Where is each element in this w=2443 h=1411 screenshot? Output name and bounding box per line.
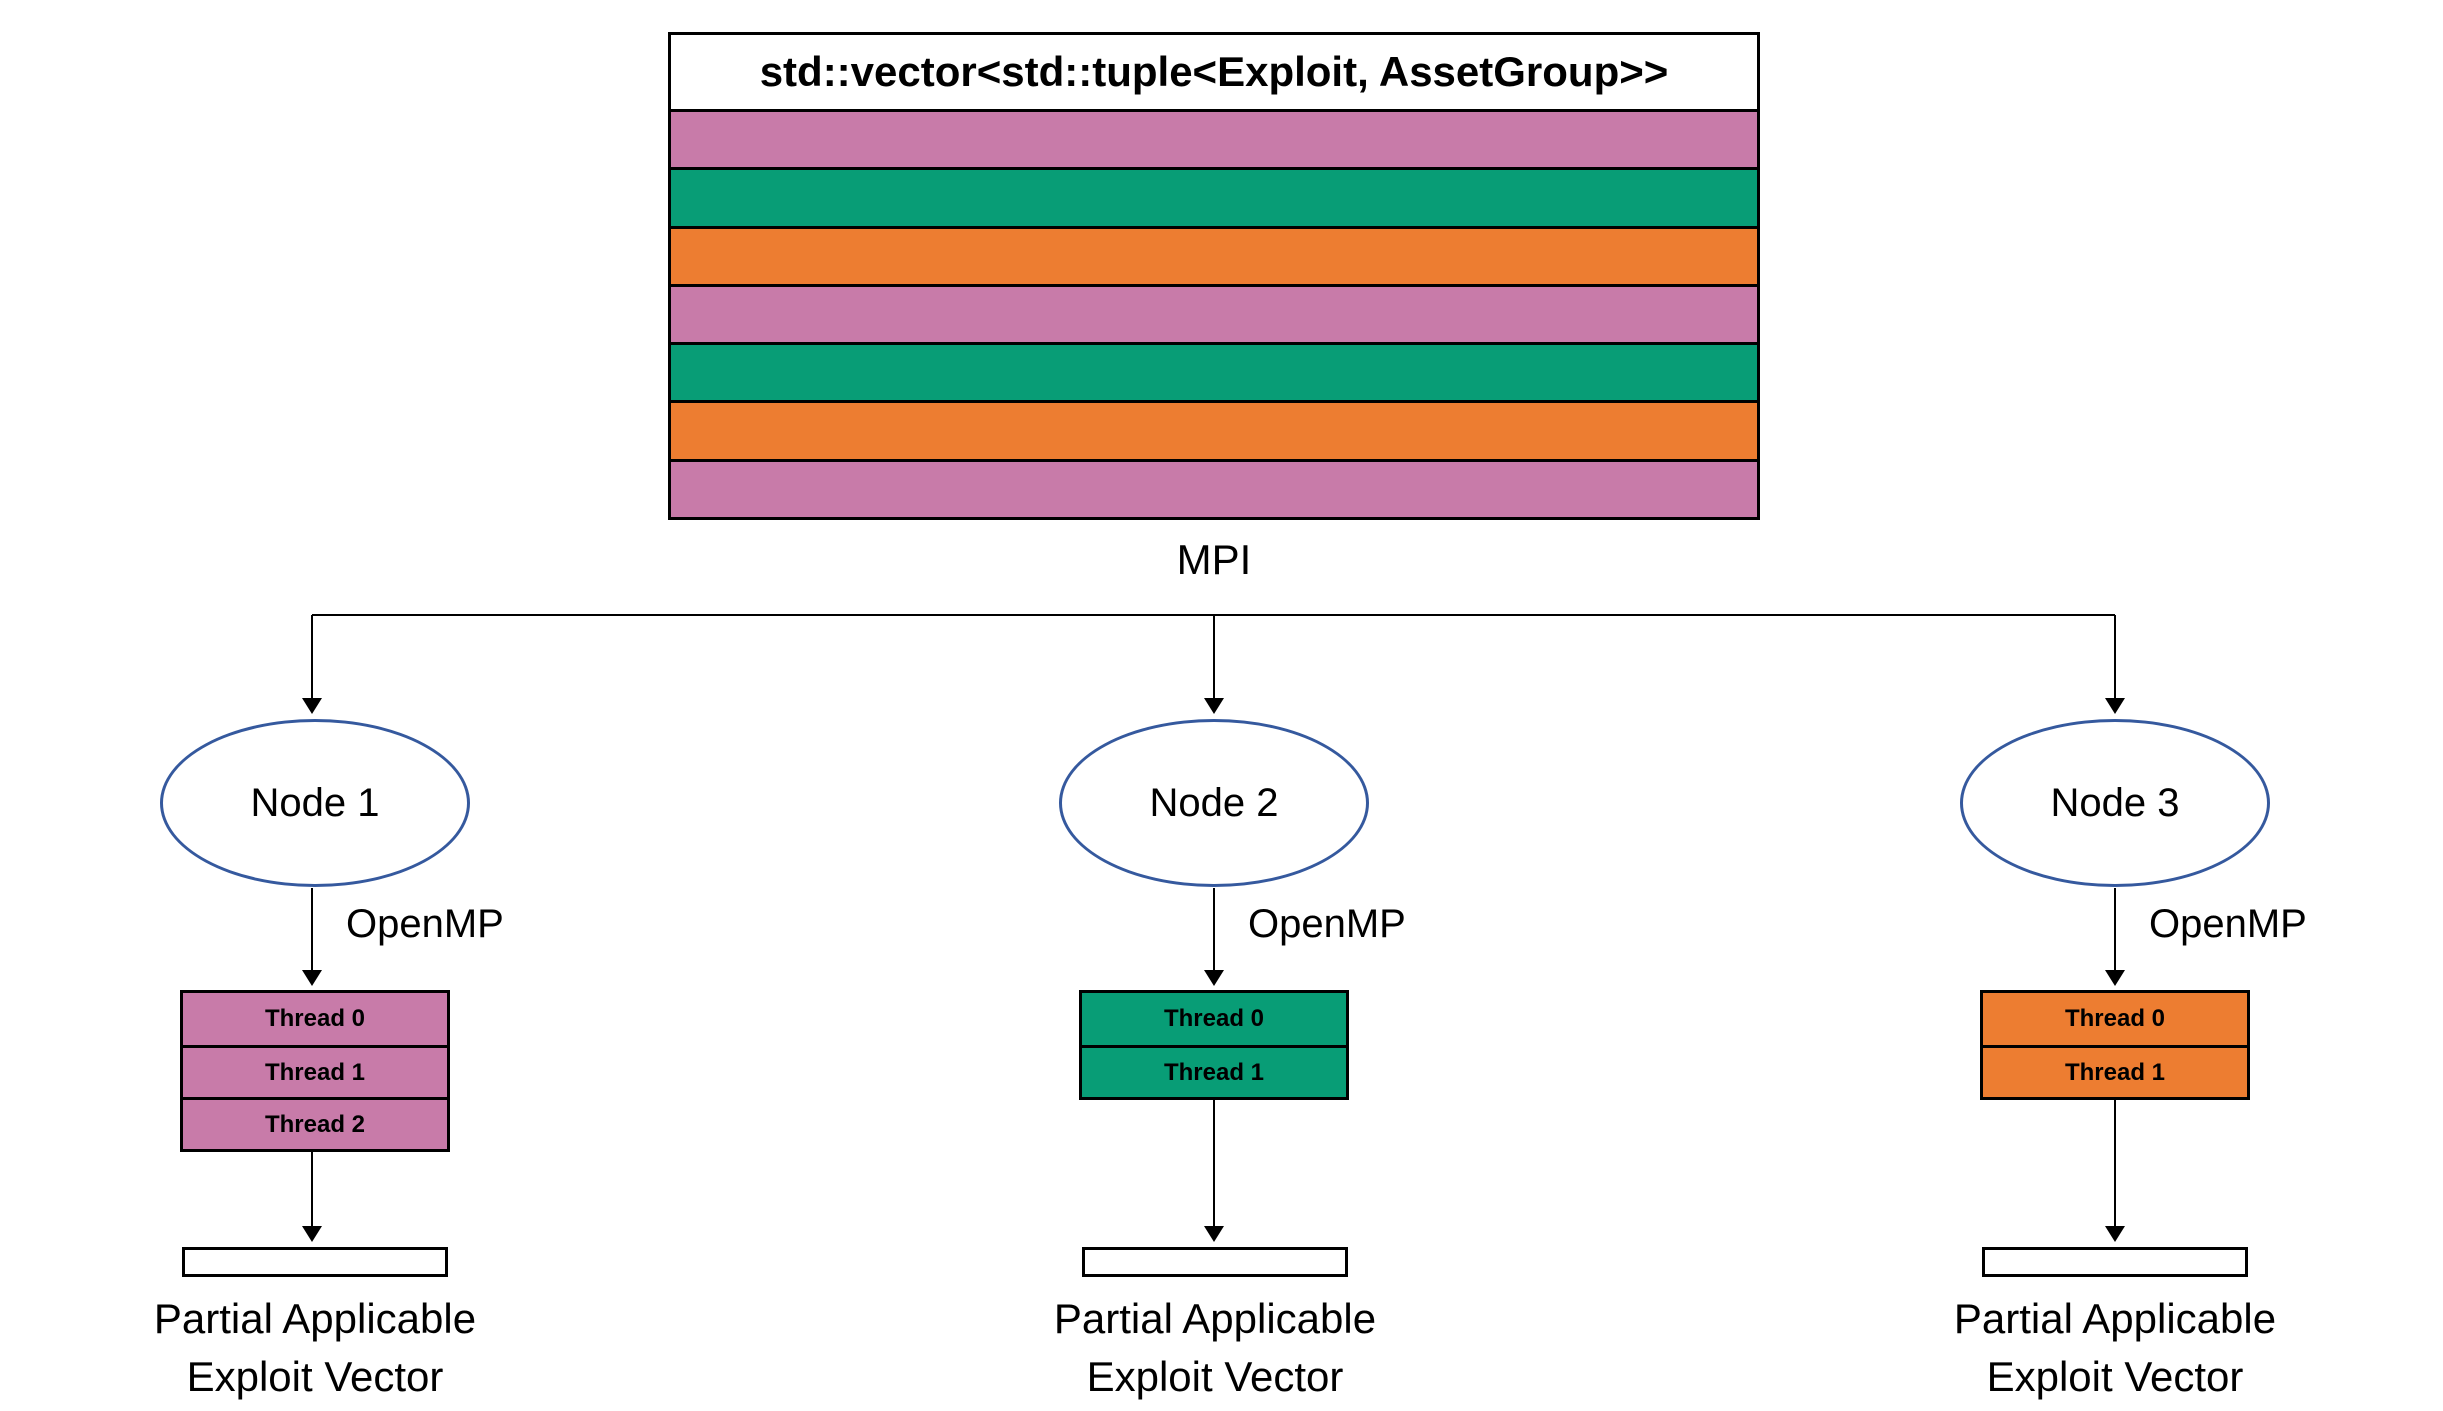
thread-row-1: Thread 1 [1983,1045,2247,1097]
vector-row-orange [671,400,1757,459]
thread-row-2: Thread 2 [183,1097,447,1149]
vector-row-pink [671,283,1757,343]
vector-row-orange [671,225,1757,284]
vector-row-pink [671,109,1757,168]
thread-row-1: Thread 1 [183,1045,447,1097]
node-3-label: Node 3 [2050,780,2180,825]
node-2-output-caption: Partial Applicable Exploit Vector [955,1290,1475,1406]
node-3-output-box [1982,1247,2248,1277]
vector-row-green [671,342,1757,401]
caption-line: Exploit Vector [1086,1352,1344,1400]
node-1-ellipse: Node 1 [160,719,470,887]
node-3-ellipse: Node 3 [1960,719,2270,887]
node-2-output-box [1082,1247,1348,1277]
thread-row-0: Thread 0 [183,993,447,1045]
thread-row-1: Thread 1 [1082,1045,1346,1097]
thread-row-0: Thread 0 [1983,993,2247,1045]
caption-line: Partial Applicable [1053,1295,1377,1342]
node-2-label: Node 2 [1149,780,1279,825]
vector-box-title: std::vector<std::tuple<Exploit, AssetGro… [759,48,1669,95]
thread-row-0: Thread 0 [1082,993,1346,1045]
node-1-label: Node 1 [250,780,380,825]
caption-line: Exploit Vector [1986,1352,2244,1400]
node-3-output-caption: Partial Applicable Exploit Vector [1855,1290,2375,1406]
node-1-output-caption: Partial Applicable Exploit Vector [55,1290,575,1406]
node-1-output-box [182,1247,448,1277]
vector-row-pink [671,458,1757,517]
caption-line: Partial Applicable [153,1295,477,1342]
node-2-openmp-label: OpenMP [1248,902,1406,946]
node-1-openmp-label: OpenMP [346,902,504,946]
vector-box-rows [671,109,1757,517]
vector-row-green [671,167,1757,226]
node-2-ellipse: Node 2 [1059,719,1369,887]
node-3-openmp-label: OpenMP [2149,902,2307,946]
mpi-label: MPI [1176,536,1252,583]
caption-line: Exploit Vector [186,1352,444,1400]
caption-line: Partial Applicable [1953,1295,2277,1342]
exploit-assetgroup-vector-box: std::vector<std::tuple<Exploit, AssetGro… [668,32,1760,520]
